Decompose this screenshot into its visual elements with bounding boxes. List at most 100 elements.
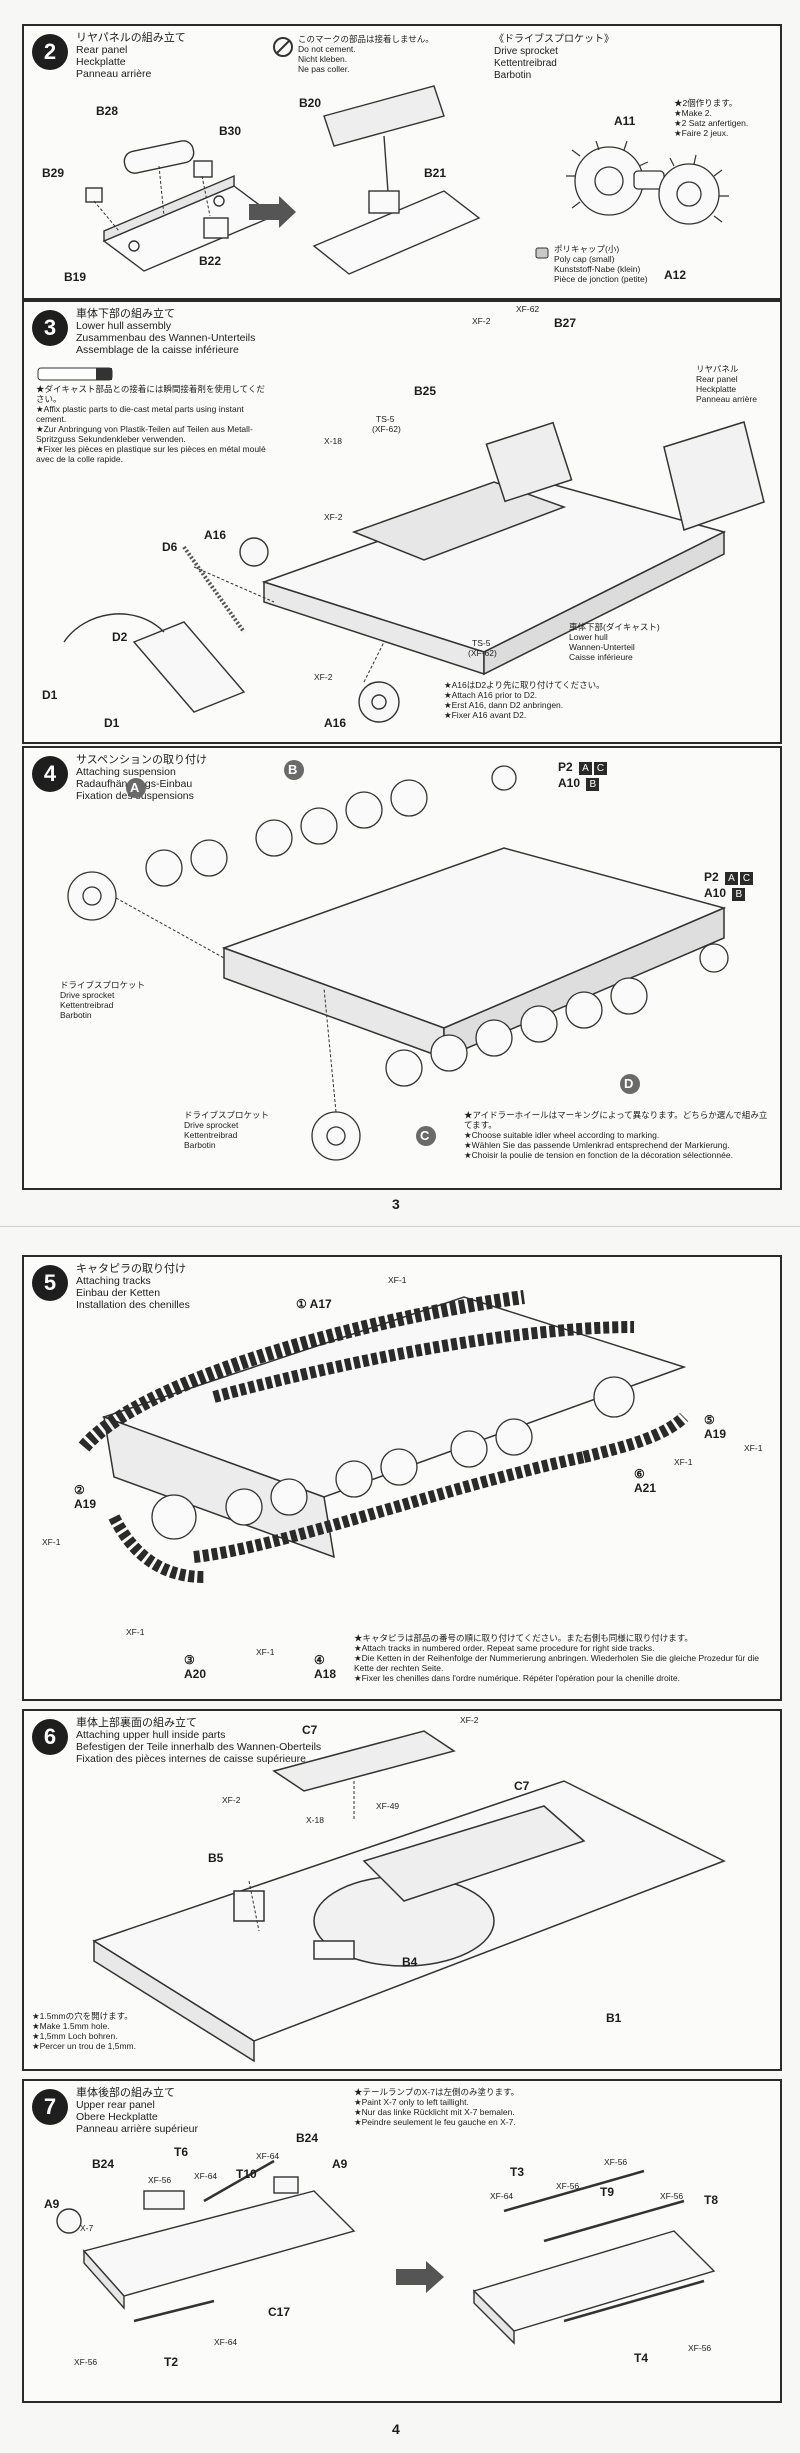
- paint-code: XF-2: [324, 512, 343, 522]
- paint-code: X-18: [306, 1815, 324, 1825]
- paint-code: XF-1: [388, 1275, 407, 1285]
- part-label: T8: [704, 2193, 719, 2207]
- paint-code: XF-1: [126, 1627, 145, 1637]
- idler-note: ★アイドラーホイールはマーキングによって異なります。どちらか選んで組み立てます。…: [464, 1110, 768, 1160]
- step-6-illustration: [92, 1730, 726, 2063]
- paint-code: XF-56: [556, 2181, 580, 2191]
- taillight-note: ★テールランプのX-7は左側のみ塗ります。 ★Paint X-7 only to…: [354, 2087, 520, 2127]
- page-number: 3: [392, 1196, 400, 1212]
- part-label: B20: [299, 96, 322, 110]
- part-label: B30: [219, 124, 242, 138]
- make-two-note: ★2個作ります。 ★Make 2. ★2 Satz anfertigen. ★F…: [674, 98, 749, 138]
- assembly-letter: A: [130, 780, 140, 795]
- paint-code: XF-64: [256, 2151, 280, 2161]
- paint-code: XF-2: [314, 672, 333, 682]
- paint-code: XF-62: [516, 304, 540, 314]
- part-label: B22: [199, 254, 222, 268]
- part-label: B29: [42, 166, 65, 180]
- part-label: B25: [414, 384, 437, 398]
- step-number: 2: [32, 34, 68, 70]
- paint-code: XF-56: [74, 2357, 98, 2367]
- page-3: 2 リヤパネルの組み立て Rear panel Heckplatte Panne…: [0, 0, 800, 1226]
- part-label: A11: [614, 114, 636, 128]
- rear-panel-note: リヤパネル Rear panel Heckplatte Panneau arri…: [696, 364, 757, 404]
- step-titles: キャタピラの取り付け Attaching tracks Einbau der K…: [76, 1263, 190, 1311]
- part-label: A16: [324, 716, 347, 730]
- paint-code: XF-56: [660, 2191, 684, 2201]
- part-label: T2: [164, 2355, 179, 2369]
- paint-code: XF-64: [214, 2337, 238, 2347]
- part-label: B24: [296, 2131, 319, 2145]
- part-label: A12: [664, 268, 687, 282]
- part-label: B24: [92, 2157, 115, 2171]
- part-label: D1: [104, 716, 120, 730]
- page-4: 5 キャタピラの取り付け Attaching tracks Einbau der…: [0, 1226, 800, 2453]
- step-3-illustration: [37, 367, 765, 723]
- step-6-panel: 6 車体上部裏面の組み立て Attaching upper hull insid…: [22, 1709, 782, 2071]
- part-label: A9: [44, 2197, 60, 2211]
- step-2-panel: 2 リヤパネルの組み立て Rear panel Heckplatte Panne…: [22, 24, 782, 300]
- paint-code: XF-56: [688, 2343, 712, 2353]
- idler-option-4: A10 B: [704, 884, 746, 902]
- step-number: 4: [32, 756, 68, 792]
- track-order-note: ★キャタピラは部品の番号の順に取り付けてください。また右側も同様に取り付けます。…: [354, 1633, 759, 1683]
- step-3-panel: 3 車体下部の組み立て Lower hull assembly Zusammen…: [22, 300, 782, 744]
- step-5-panel: 5 キャタピラの取り付け Attaching tracks Einbau der…: [22, 1255, 782, 1701]
- paint-code: XF-1: [42, 1537, 61, 1547]
- glue-note: ★ダイキャスト部品との接着には瞬間接着剤を使用してください。 ★Affix pl…: [36, 384, 266, 464]
- part-label: B1: [606, 2011, 622, 2025]
- page-number: 4: [392, 2421, 400, 2437]
- step-number: 7: [32, 2089, 68, 2125]
- paint-code: (XF-62): [372, 424, 401, 434]
- part-label: B5: [208, 1851, 224, 1865]
- step-7-panel: 7 車体後部の組み立て Upper rear panel Obere Heckp…: [22, 2079, 782, 2403]
- idler-option-2: A10 B: [558, 774, 600, 792]
- sprocket-note-right: ドライブスプロケット Drive sprocket Kettentreibrad…: [184, 1110, 270, 1150]
- drill-hole-note: ★1.5mmの穴を開けます。 ★Make 1.5mm hole. ★1,5mm …: [32, 2011, 136, 2051]
- part-label: C7: [514, 1779, 530, 1793]
- step-4-panel: 4 サスペンションの取り付け Attaching suspension Rada…: [22, 746, 782, 1190]
- part-label: B4: [402, 1955, 418, 1969]
- paint-code: XF-64: [194, 2171, 218, 2181]
- step-number: 6: [32, 1719, 68, 1755]
- part-label: C7: [302, 1723, 318, 1737]
- part-label: T3: [510, 2165, 525, 2179]
- paint-code: XF-1: [674, 1457, 693, 1467]
- step-2-illustration: [85, 85, 729, 275]
- part-label: A9: [332, 2157, 348, 2171]
- paint-code: XF-2: [460, 1715, 479, 1725]
- step-7-illustration: [56, 2159, 716, 2345]
- paint-code: X-18: [324, 436, 342, 446]
- sprocket-note-left: ドライブスプロケット Drive sprocket Kettentreibrad…: [60, 980, 146, 1020]
- assembly-letter: D: [624, 1076, 634, 1091]
- paint-code: XF-64: [490, 2191, 514, 2201]
- paint-code: XF-56: [148, 2175, 172, 2185]
- paint-code: XF-2: [472, 316, 491, 326]
- assembly-letter: C: [420, 1128, 430, 1143]
- step-4-illustration: [67, 760, 729, 1161]
- part-label: ① A17: [296, 1297, 332, 1311]
- part-label: B19: [64, 270, 87, 284]
- part-label: T9: [600, 2185, 615, 2199]
- part-label: B27: [554, 316, 577, 330]
- no-cement-icon: [273, 37, 293, 57]
- step-titles: 車体後部の組み立て Upper rear panel Obere Heckpla…: [76, 2087, 198, 2135]
- part-label: T6: [174, 2145, 189, 2159]
- attach-order-note: ★A16はD2より先に取り付けてください。 ★Attach A16 prior …: [444, 680, 605, 720]
- part-label: D6: [162, 540, 178, 554]
- paint-code: XF-1: [256, 1647, 275, 1657]
- paint-code: TS-5: [472, 638, 491, 648]
- step-number: 3: [32, 310, 68, 346]
- paint-code: TS-5: [376, 414, 395, 424]
- sprocket-heading: 《ドライブスプロケット》 Drive sprocket Kettentreibr…: [494, 34, 614, 81]
- paint-code: XF-2: [222, 1795, 241, 1805]
- paint-code: XF-1: [744, 1443, 763, 1453]
- step-titles: サスペンションの取り付け Attaching suspension Radauf…: [76, 754, 208, 802]
- part-label: T10: [236, 2167, 257, 2181]
